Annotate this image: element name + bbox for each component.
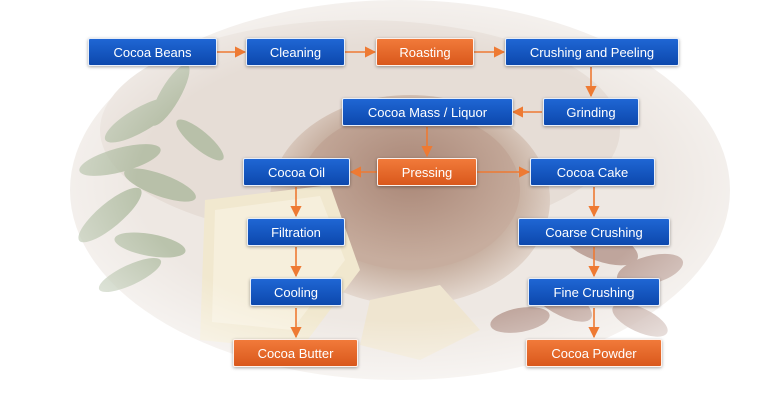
node-fine-crushing: Fine Crushing: [528, 278, 660, 306]
node-crushing-and-peeling: Crushing and Peeling: [505, 38, 679, 66]
node-cooling: Cooling: [250, 278, 342, 306]
node-roasting: Roasting: [376, 38, 474, 66]
node-cocoa-oil: Cocoa Oil: [243, 158, 350, 186]
node-cocoa-butter: Cocoa Butter: [233, 339, 358, 367]
node-filtration: Filtration: [247, 218, 345, 246]
node-grinding: Grinding: [543, 98, 639, 126]
node-cocoa-mass-liquor: Cocoa Mass / Liquor: [342, 98, 513, 126]
node-cocoa-cake: Cocoa Cake: [530, 158, 655, 186]
node-cocoa-powder: Cocoa Powder: [526, 339, 662, 367]
node-cocoa-beans: Cocoa Beans: [88, 38, 217, 66]
node-cleaning: Cleaning: [246, 38, 345, 66]
node-pressing: Pressing: [377, 158, 477, 186]
node-coarse-crushing: Coarse Crushing: [518, 218, 670, 246]
